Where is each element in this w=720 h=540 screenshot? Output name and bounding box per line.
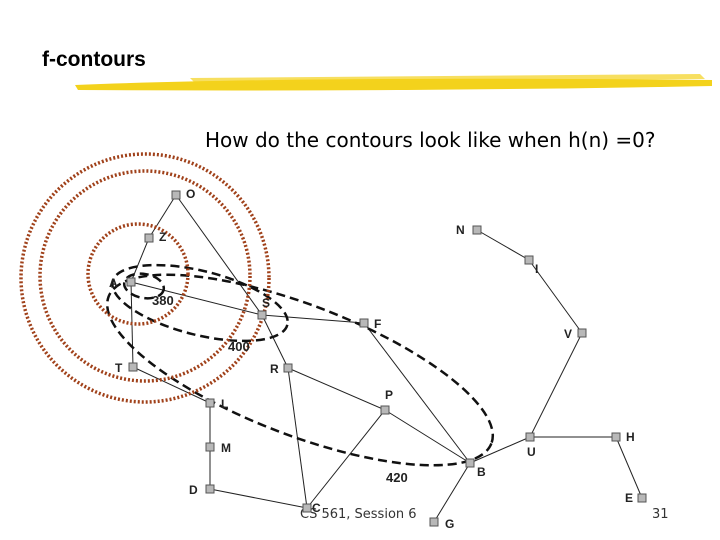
node-marker: [144, 233, 154, 243]
edge-s-r: [261, 314, 289, 369]
node-label: C: [312, 501, 321, 515]
node-label: B: [477, 465, 486, 479]
node-label: A: [109, 276, 118, 290]
slide-title: f-contours: [42, 48, 146, 71]
edge-u-v: [529, 332, 583, 438]
nodes-layer: O Z A T S L M D C R F P B G N I V U H E: [109, 187, 647, 531]
node-label: V: [564, 327, 572, 341]
node-z: Z: [144, 230, 166, 244]
node-marker: [429, 517, 439, 527]
node-b: B: [465, 458, 486, 479]
node-marker: [525, 432, 535, 442]
node-label: T: [115, 361, 123, 375]
node-marker: [465, 458, 475, 468]
contour-label-400: 400: [228, 339, 250, 354]
node-label: H: [626, 430, 635, 444]
node-marker: [205, 484, 215, 494]
edge-f-b: [363, 322, 471, 464]
node-l: L: [205, 397, 228, 411]
footer-page-number: 31: [652, 507, 669, 522]
node-s: S: [257, 296, 270, 320]
red-contour-large: [19, 152, 271, 404]
footer-session-text: CS 561, Session 6: [300, 507, 417, 522]
edge-t-l: [132, 366, 211, 404]
edge-h-e: [615, 436, 643, 499]
red-contour-small: [86, 222, 190, 326]
node-u: U: [525, 432, 536, 459]
edge-i-n: [476, 229, 530, 261]
node-f: F: [359, 317, 381, 331]
a-star-contours: [105, 263, 495, 467]
edge-v-i: [528, 259, 583, 334]
node-marker: [205, 398, 215, 408]
uniform-cost-contours: [19, 152, 271, 404]
node-marker: [302, 503, 312, 513]
red-contour-medium: [38, 169, 252, 383]
node-label: P: [385, 388, 393, 402]
edge-d-c: [209, 488, 308, 509]
node-label: F: [374, 317, 381, 331]
contour-label-420: 420: [386, 470, 408, 485]
node-m: M: [205, 441, 231, 455]
node-marker: [205, 442, 215, 452]
node-label: Z: [159, 230, 166, 244]
node-marker: [524, 255, 534, 265]
node-marker: [359, 318, 369, 328]
node-label: U: [527, 445, 536, 459]
edge-s-f: [261, 314, 365, 324]
node-label: L: [221, 397, 228, 411]
node-label: N: [456, 223, 465, 237]
node-o: O: [171, 187, 195, 201]
node-marker: [472, 225, 482, 235]
edge-p-b: [384, 409, 471, 464]
contour-labels: 380 400 420: [152, 293, 408, 485]
contour-380: [122, 272, 166, 300]
node-label: S: [262, 296, 270, 310]
node-t: T: [115, 361, 138, 375]
node-i: I: [524, 255, 538, 276]
node-marker: [577, 328, 587, 338]
node-label: I: [535, 262, 538, 276]
node-marker: [128, 362, 138, 372]
node-marker: [257, 310, 267, 320]
title-highlight-underline: [75, 74, 712, 91]
node-label: E: [625, 491, 633, 505]
node-marker: [637, 493, 647, 503]
node-r: R: [270, 362, 293, 376]
edge-o-z: [148, 194, 177, 239]
node-v: V: [564, 327, 587, 341]
node-label: D: [189, 483, 198, 497]
node-g: G: [429, 517, 454, 531]
node-label: G: [445, 517, 454, 531]
node-e: E: [625, 491, 647, 505]
node-marker: [611, 432, 621, 442]
edge-a-s: [130, 281, 263, 316]
node-a: A: [109, 276, 136, 290]
edge-r-p: [287, 367, 386, 411]
contour-420: [105, 273, 495, 467]
question-text: How do the contours look like when h(n) …: [205, 128, 656, 152]
node-marker: [283, 363, 293, 373]
contour-400: [111, 263, 289, 343]
edge-o-s: [175, 194, 263, 316]
node-p: P: [380, 388, 393, 415]
node-label: R: [270, 362, 279, 376]
node-label: M: [221, 441, 231, 455]
edge-c-p: [306, 409, 386, 509]
node-marker: [171, 190, 181, 200]
node-h: H: [611, 430, 635, 444]
node-marker: [380, 405, 390, 415]
node-marker: [126, 277, 136, 287]
edge-b-u: [469, 436, 531, 464]
node-d: D: [189, 483, 215, 497]
node-c: C: [302, 501, 321, 515]
node-n: N: [456, 223, 482, 237]
contour-label-380: 380: [152, 293, 174, 308]
node-label: O: [186, 187, 195, 201]
edge-b-g: [433, 462, 471, 523]
